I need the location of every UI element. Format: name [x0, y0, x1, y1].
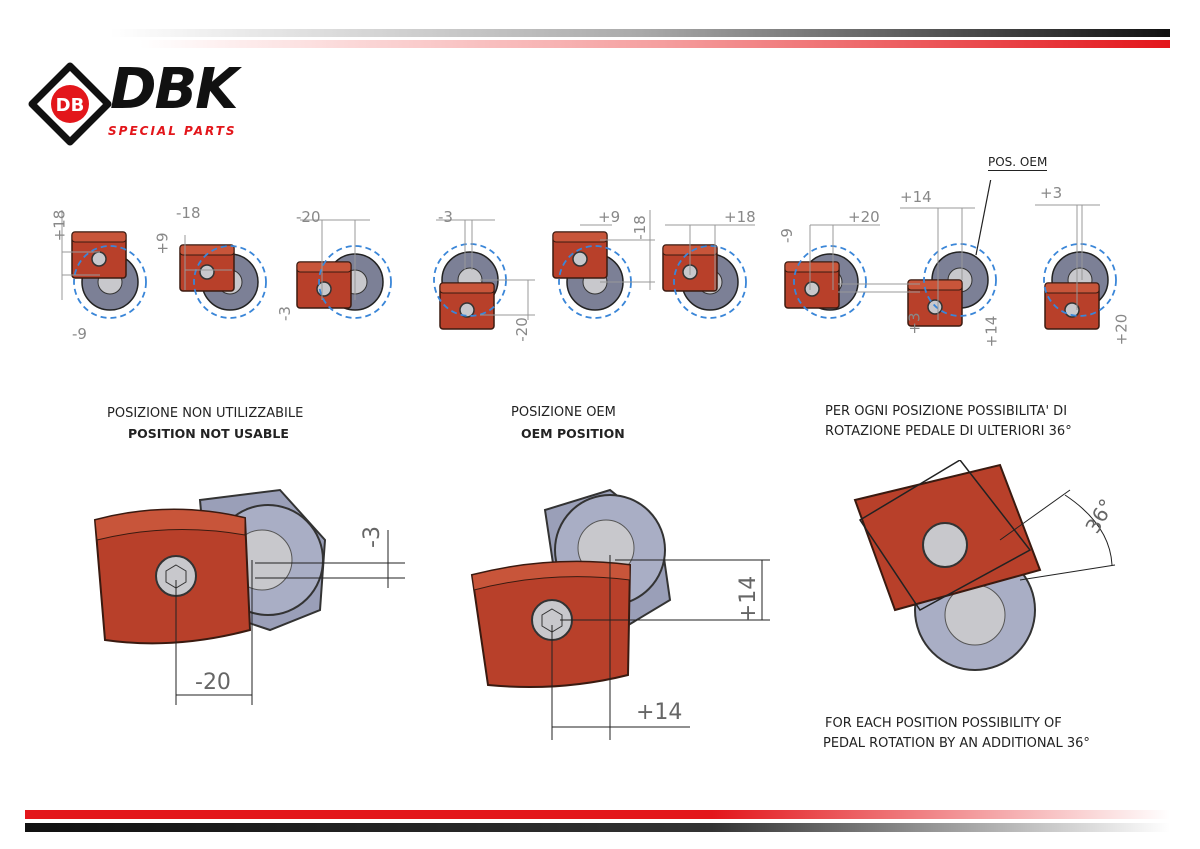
thumbnail-assembly	[552, 231, 632, 319]
header-stripes	[110, 29, 1170, 48]
dim-label: +14	[900, 188, 932, 206]
guide-circle	[318, 245, 392, 319]
dbk-emblem-icon: DB	[28, 62, 112, 146]
caption-rotation-en-2: PEDAL ROTATION BY AN ADDITIONAL 36°	[823, 736, 1090, 751]
guide-circle	[673, 245, 747, 319]
guide-circle	[793, 245, 867, 319]
thumbnail-assembly	[662, 244, 747, 319]
guide-circle	[73, 245, 147, 319]
thumbnail-assembly	[71, 231, 147, 319]
pos-oem-label: POS. OEM	[988, 155, 1048, 171]
detail-dim-not-usable-vertical: -3	[359, 526, 385, 548]
dim-label: +20	[1112, 313, 1131, 346]
caption-not-usable-it: POSIZIONE NON UTILIZZABILE	[107, 406, 304, 421]
dim-label: -20	[512, 317, 531, 342]
thumbnail-assembly	[907, 243, 997, 327]
caption-oem-en: OEM POSITION	[521, 426, 625, 441]
dim-label: +14	[982, 315, 1001, 348]
thumbnail-assembly	[1043, 243, 1117, 330]
guide-circle	[1043, 243, 1117, 317]
caption-oem-it: POSIZIONE OEM	[511, 405, 616, 420]
dim-label: -3	[438, 208, 453, 226]
brand-name: DBK	[110, 57, 239, 122]
dim-label: +18	[724, 208, 756, 226]
dim-label: -18	[630, 215, 649, 240]
pos-oem-leader	[975, 180, 992, 256]
not-usable-assembly	[93, 488, 327, 645]
dim-label: -9	[777, 228, 796, 243]
svg-text:DB: DB	[56, 95, 85, 116]
caption-rotation-it-1: PER OGNI POSIZIONE POSSIBILITA' DI	[825, 404, 1068, 419]
position-thumbnails	[61, 180, 1117, 330]
guide-circle	[923, 243, 997, 317]
dim-label: -3	[275, 306, 294, 321]
thumbnail-assembly	[296, 245, 392, 319]
thumbnail-assembly	[179, 244, 267, 319]
oem-assembly	[470, 488, 672, 688]
dim-label: -20	[296, 208, 321, 226]
caption-rotation-it-2: ROTAZIONE PEDALE DI ULTERIORI 36°	[825, 424, 1072, 439]
caption-rotation-en-1: FOR EACH POSITION POSSIBILITY OF	[825, 716, 1062, 731]
brand-tagline: SPECIAL PARTS	[108, 124, 237, 138]
dim-label: +9	[153, 232, 172, 255]
thumbnail-assembly	[784, 245, 867, 319]
caption-not-usable-en: POSITION NOT USABLE	[128, 426, 289, 441]
dim-label: +3	[905, 312, 924, 335]
footer-stripes	[25, 810, 1170, 832]
dim-label: +18	[50, 209, 69, 242]
detail-dim-oem-vertical: +14	[736, 575, 762, 623]
detail-drawings	[93, 460, 1116, 740]
dim-label: -9	[72, 325, 87, 343]
detail-dim-not-usable-horizontal: -20	[195, 670, 231, 695]
guide-circle	[193, 245, 267, 319]
dbk-logo: DB DBK SPECIAL PARTS	[28, 62, 318, 154]
thumbnail-assembly	[433, 243, 507, 330]
detail-dim-oem-horizontal: +14	[636, 700, 683, 725]
dim-label: +20	[848, 208, 880, 226]
dim-label: +9	[598, 208, 621, 226]
dim-label: -18	[176, 204, 201, 222]
dim-label: +3	[1040, 184, 1063, 202]
rotation-assembly	[853, 460, 1116, 671]
